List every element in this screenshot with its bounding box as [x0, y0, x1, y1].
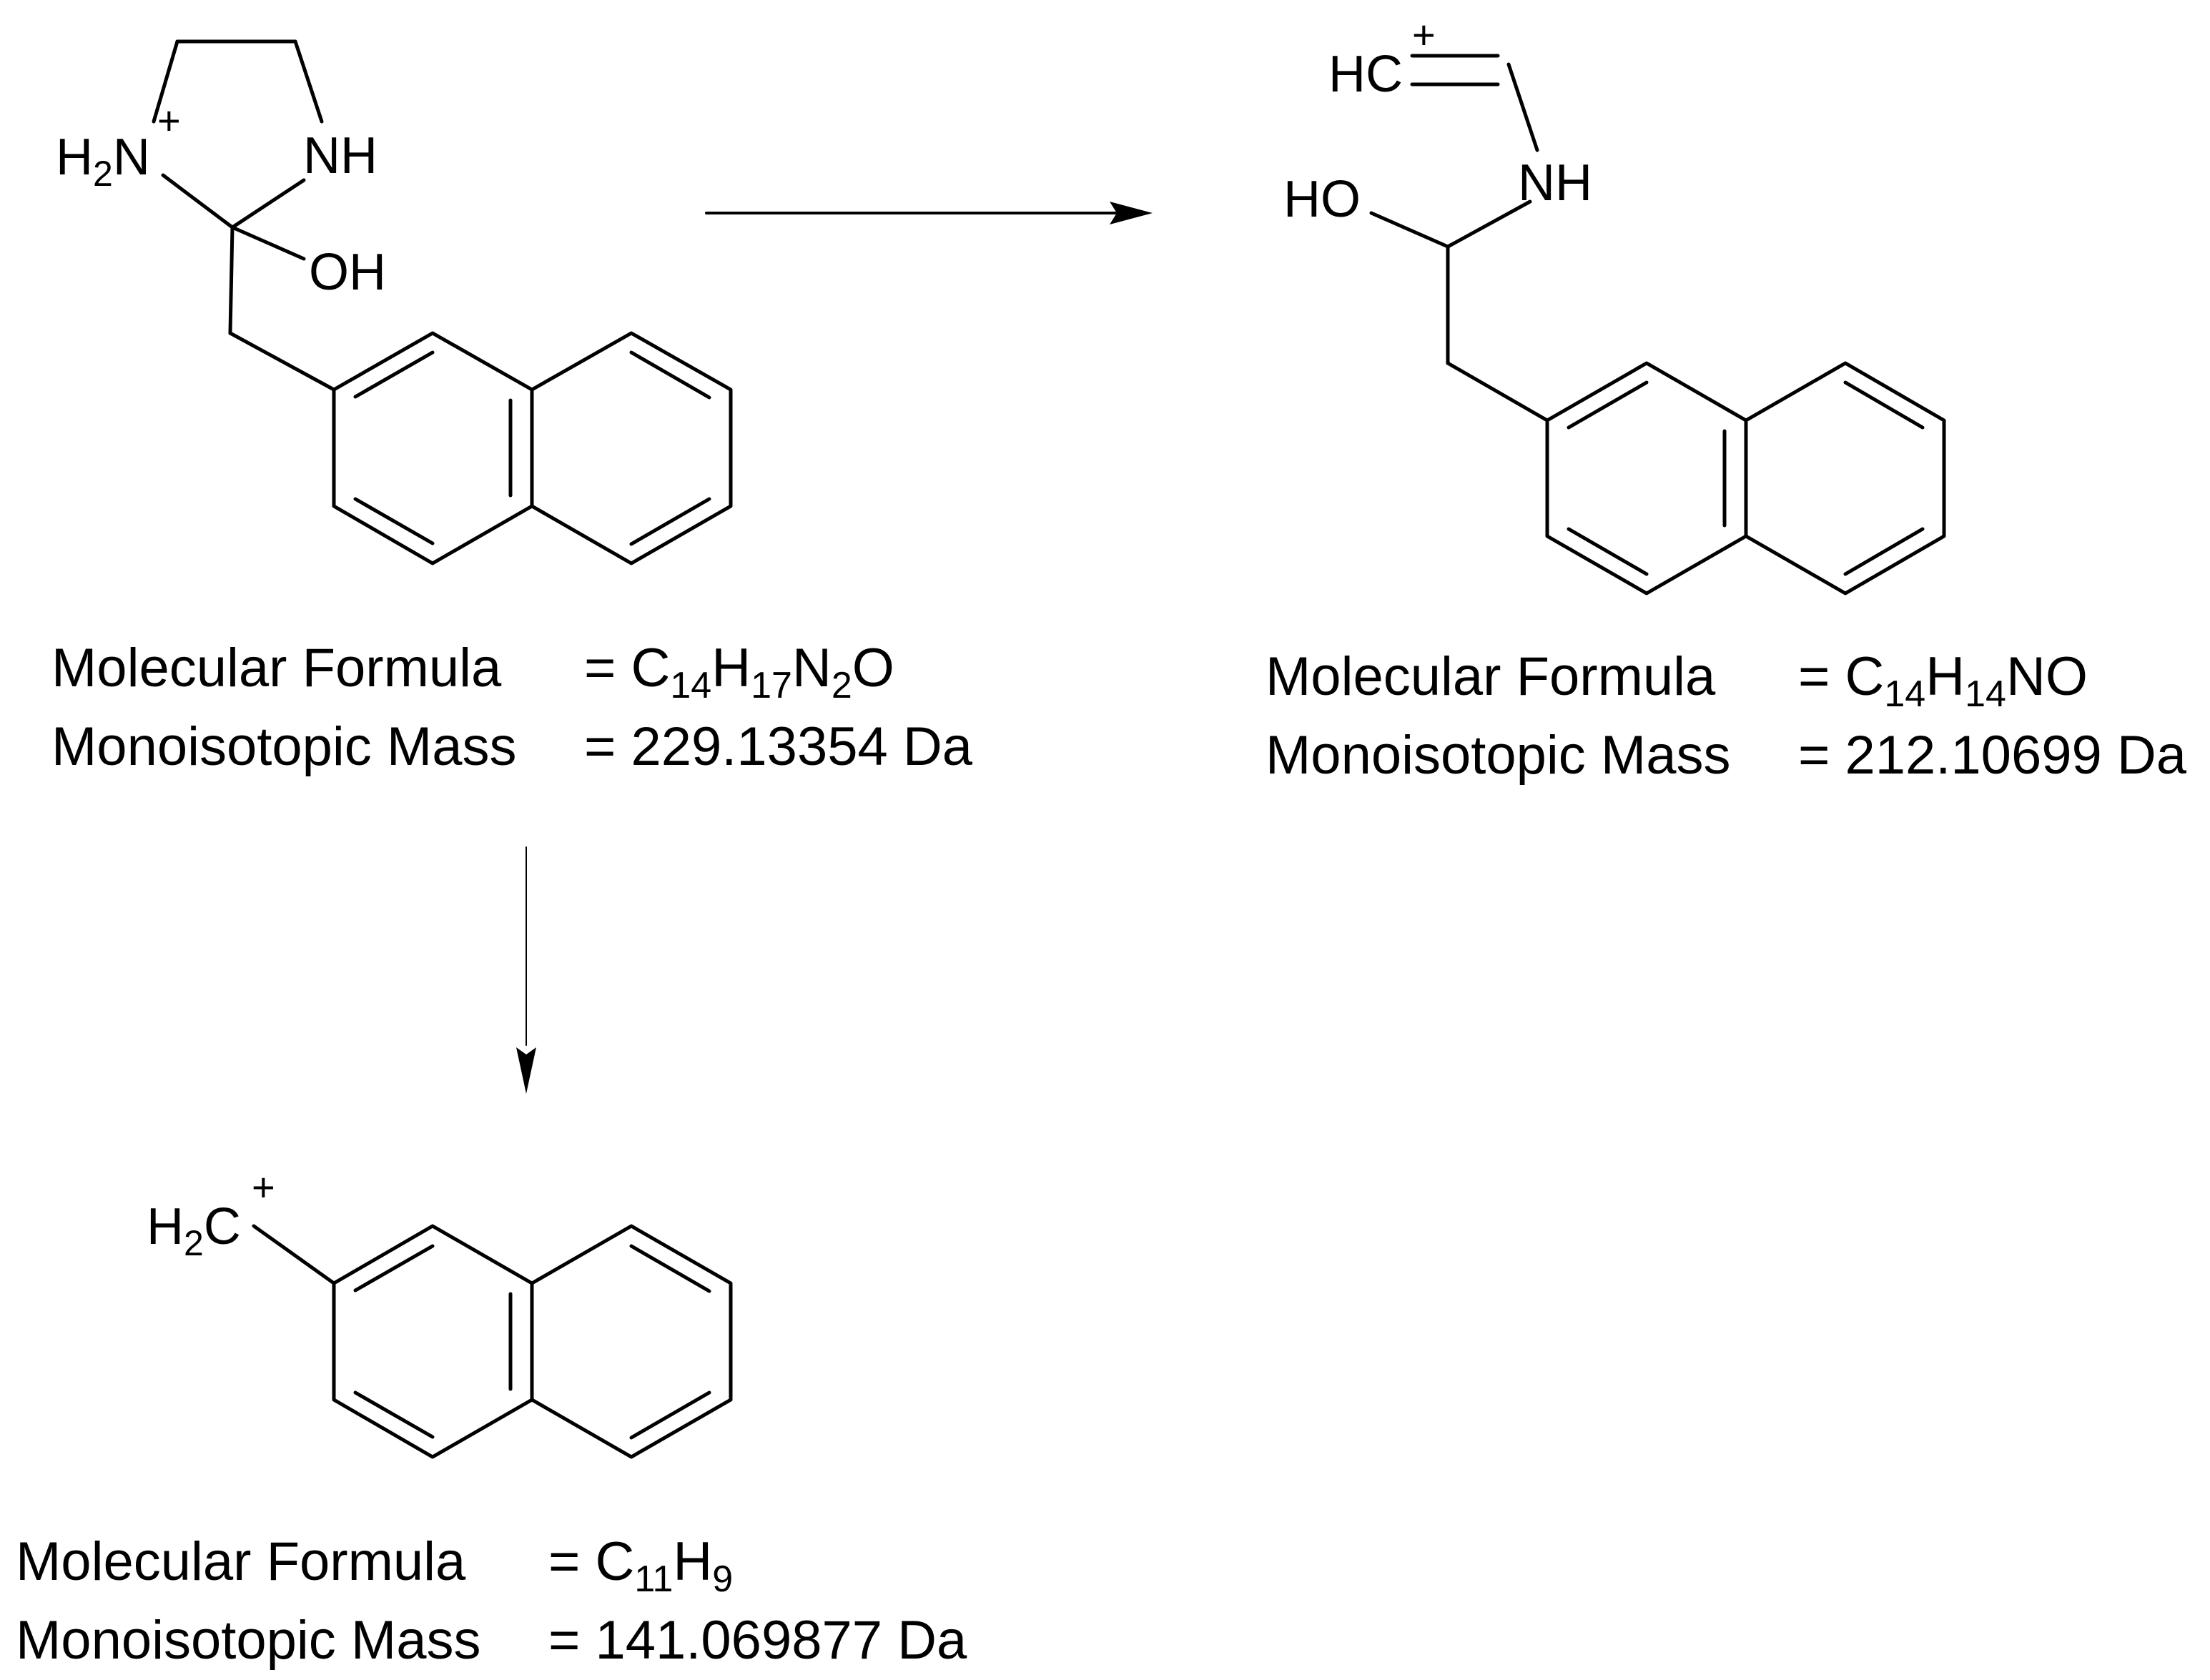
ring-bond [152, 39, 179, 124]
fragment-1-structure [1369, 54, 1946, 596]
nh-label: NH [303, 127, 378, 184]
ring-bond [293, 39, 324, 124]
formula-subscript: 14 [670, 665, 712, 706]
oh-label: OH [309, 244, 386, 301]
double-bond [1567, 380, 1649, 430]
double-bond [629, 350, 711, 400]
naphthalene-ring-b [530, 331, 733, 565]
formula-value: = C11H9 [548, 1531, 734, 1600]
mass-value: = 229.13354 Da [584, 716, 973, 777]
double-bond [1843, 527, 1925, 576]
arrow-down-head [516, 1047, 536, 1094]
ring-bond [230, 178, 306, 229]
charge-plus: + [1412, 12, 1436, 57]
formula-label: Molecular Formula [51, 638, 502, 698]
double-bond [353, 1244, 435, 1293]
charge-plus: + [252, 1165, 275, 1210]
double-bond [629, 497, 711, 546]
double-bond [629, 1390, 711, 1440]
double-bond [629, 1244, 711, 1293]
n-c-bond [1446, 199, 1532, 249]
vinyl-n-bond [1506, 62, 1539, 152]
formula-subscript: 2 [831, 665, 852, 706]
precursor-structure [152, 39, 733, 565]
double-bond [1567, 527, 1649, 576]
naphthalene-ring-a [332, 1224, 534, 1459]
ring-bond [161, 173, 235, 229]
double-bond [353, 1390, 435, 1439]
formula-value: = C14H17N2O [584, 638, 894, 706]
mass-value: = 141.069877 Da [548, 1610, 967, 1671]
amine-label: H2N [56, 129, 150, 194]
double-bond [353, 497, 435, 545]
naphthalene-ring-a [1545, 361, 1748, 596]
mass-label: Monoisotopic Mass [16, 1610, 481, 1671]
formula-subscript: 17 [751, 665, 792, 706]
naphthalene-ring-b [1744, 361, 1946, 596]
ch2-aryl-bond [1446, 361, 1549, 423]
fragment-2-structure [252, 1224, 733, 1459]
c-ch2-bond [228, 225, 235, 335]
ch2-aryl-bond [228, 331, 336, 392]
mass-label: Monoisotopic Mass [51, 716, 517, 777]
c-oh-bond [230, 225, 306, 261]
formula-label: Molecular Formula [16, 1531, 466, 1592]
ch2-aryl-bond [252, 1224, 336, 1285]
formula-subscript: 11 [634, 1558, 674, 1600]
formula-subscript: 9 [712, 1558, 734, 1600]
formula-value: = C14H14NO [1798, 646, 2088, 715]
charge-plus: + [157, 98, 181, 143]
double-bond [1843, 380, 1925, 430]
formula-label: Molecular Formula [1266, 646, 1716, 707]
double-bond [353, 350, 435, 399]
nh-label: NH [1518, 154, 1592, 212]
mass-value: = 212.10699 Da [1798, 725, 2187, 786]
arrow-right-head [1110, 202, 1153, 224]
mass-label: Monoisotopic Mass [1266, 725, 1731, 786]
formula-subscript: 14 [1965, 673, 2006, 715]
naphthalene-ring-b [530, 1224, 733, 1459]
ho-label: HO [1283, 171, 1361, 228]
naphthalene-ring-a [332, 331, 534, 565]
formula-subscript: 14 [1884, 673, 1926, 715]
hc-label: HC [1328, 46, 1403, 103]
o-c-bond [1369, 211, 1450, 249]
ch2-label: H2C [147, 1198, 241, 1263]
